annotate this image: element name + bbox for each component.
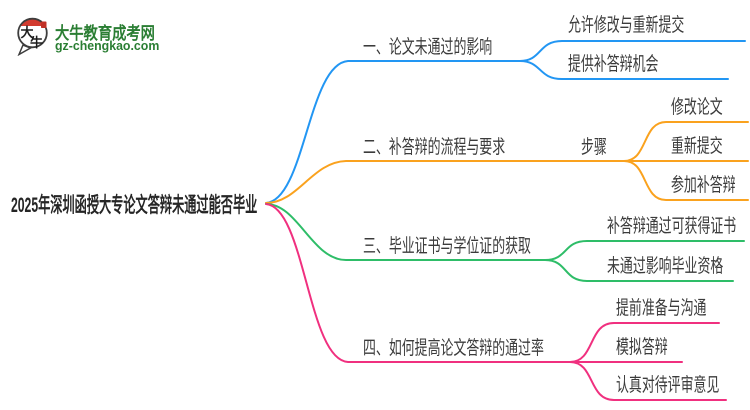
branch-2-links (265, 121, 749, 204)
branch-1-child-2-link (519, 60, 729, 80)
branch-1-child-2-label: 提供补答辩机会 (568, 54, 659, 75)
branch-4-child-3-link (569, 361, 727, 401)
branch-3-child-2-link (544, 259, 734, 282)
branch-1-child-1-label: 允许修改与重新提交 (568, 15, 685, 36)
branch-2-step-child-3-link (623, 160, 749, 201)
branch-2-main-link (265, 160, 625, 204)
badge-char-2: 牛 (30, 35, 43, 50)
branch-1-child-1-link (519, 40, 746, 62)
branch-4-child-1-link (569, 322, 720, 363)
site-logo: 大 牛 大牛教育成考网 gz-chengkao.com (0, 0, 200, 60)
branch-1-main-link (265, 60, 521, 204)
branch-4-child-1-label: 提前准备与沟通 (616, 298, 707, 319)
branch-2-step-child-1-link (623, 121, 749, 162)
logo-badge-icon: 大 牛 (17, 17, 48, 56)
branch-4-child-3-label: 认真对待评审意见 (616, 375, 720, 396)
branch-2-step-child-2-label: 重新提交 (671, 136, 723, 157)
badge-bubble-tail (17, 44, 33, 56)
branch-2-label: 二、补答辩的流程与要求 (363, 137, 506, 158)
brand-name: 大牛教育成考网 (55, 24, 155, 43)
branch-1-label: 一、论文未通过的影响 (363, 37, 493, 58)
branch-3-child-1-label: 补答辩通过可获得证书 (607, 216, 737, 237)
branch-3-child-1-link (544, 240, 745, 261)
branch-4-label: 四、如何提高论文答辩的通过率 (363, 338, 544, 359)
branch-2-step-child-1-label: 修改论文 (671, 97, 723, 118)
branch-3-main-link (265, 203, 546, 261)
branch-4-child-2-label: 模拟答辩 (616, 337, 668, 358)
badge-char-1: 大 (21, 25, 34, 40)
branch-3-label: 三、毕业证书与学位证的获取 (363, 236, 531, 257)
branch-2-step-label: 步骤 (581, 137, 607, 158)
branch-3-links (265, 203, 745, 282)
branch-2-step-child-3-label: 参加补答辩 (671, 175, 736, 196)
branch-1-links (265, 40, 746, 204)
branch-4-links (265, 203, 727, 401)
branch-3-child-2-label: 未通过影响毕业资格 (607, 256, 724, 277)
root-topic: 2025年深圳函授大专论文答辩未通过能否毕业 (11, 194, 258, 217)
brand-domain: gz-chengkao.com (55, 38, 160, 53)
branch-4-main-link (265, 203, 571, 363)
badge-seal-shape (41, 21, 47, 28)
